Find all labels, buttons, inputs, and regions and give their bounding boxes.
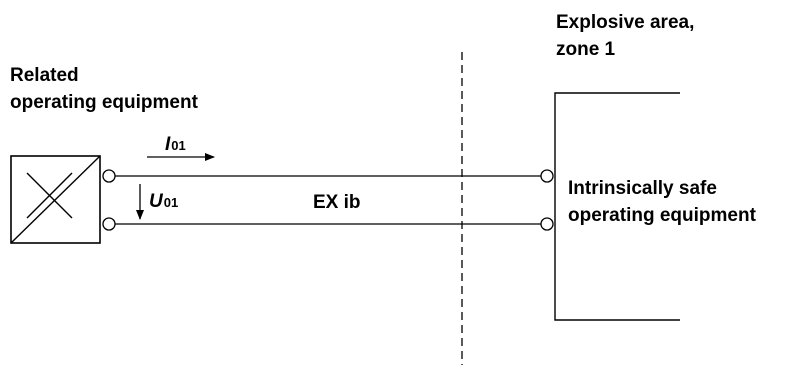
safe-equipment-bracket [554, 92, 680, 321]
related-equipment-label-line2: operating equipment [10, 92, 199, 113]
right-lower-terminal [540, 217, 554, 231]
safe-equipment-label-line1: Intrinsically safe [568, 178, 717, 199]
explosive-area-label-line1: Explosive area, [556, 12, 694, 33]
equipment-box [10, 155, 101, 244]
cross-line-2 [26, 172, 73, 219]
related-equipment-symbol [10, 155, 101, 244]
current-label: I01 [165, 134, 186, 155]
related-equipment-label-line1: Related [10, 65, 79, 86]
explosive-area-label-line2: zone 1 [556, 39, 616, 60]
diagonal-line [10, 155, 101, 244]
voltage-label: U01 [149, 191, 178, 212]
left-lower-terminal [102, 217, 116, 231]
right-upper-terminal [540, 169, 554, 183]
safe-equipment-label-line2: operating equipment [568, 205, 757, 226]
left-upper-terminal [102, 169, 116, 183]
ex-ib-label: EX ib [313, 192, 361, 213]
